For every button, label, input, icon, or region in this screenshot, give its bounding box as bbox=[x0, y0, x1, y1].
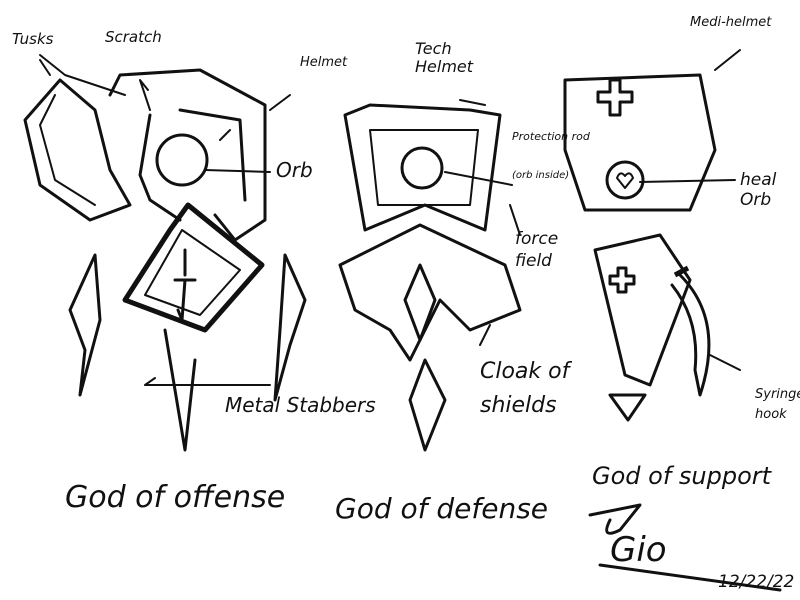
title-god-of-defense: God of defense bbox=[335, 492, 549, 525]
sketch-date: 12/22/22 bbox=[718, 572, 795, 592]
label-orb-inside: (orb inside) bbox=[512, 170, 570, 181]
label-syringe-hook: Syringe hook bbox=[755, 387, 800, 422]
label-helmet: Helmet bbox=[300, 55, 348, 70]
title-god-of-offense: God of offense bbox=[65, 480, 286, 515]
label-tusks: Tusks bbox=[12, 30, 54, 48]
label-scratch: Scratch bbox=[105, 28, 162, 46]
label-orb: Orb bbox=[276, 158, 313, 182]
label-metal-stabbers: Metal Stabbers bbox=[225, 393, 376, 417]
label-force-field: force field bbox=[515, 229, 559, 271]
support-sketch bbox=[563, 49, 741, 422]
artist-signature: Gio bbox=[610, 530, 667, 570]
label-heal-orb: heal Orb bbox=[740, 170, 777, 210]
label-cloak-of-shields: Cloak of shields bbox=[480, 359, 570, 418]
signature-mark bbox=[588, 503, 782, 592]
defense-sketch bbox=[338, 99, 522, 452]
label-tech-helmet: Tech Helmet bbox=[415, 39, 474, 76]
offense-sketch bbox=[23, 54, 307, 452]
title-god-of-support: God of support bbox=[592, 462, 772, 490]
label-protection-rod: Protection rod bbox=[512, 130, 590, 143]
label-medi-helmet: Medi-helmet bbox=[690, 15, 772, 30]
